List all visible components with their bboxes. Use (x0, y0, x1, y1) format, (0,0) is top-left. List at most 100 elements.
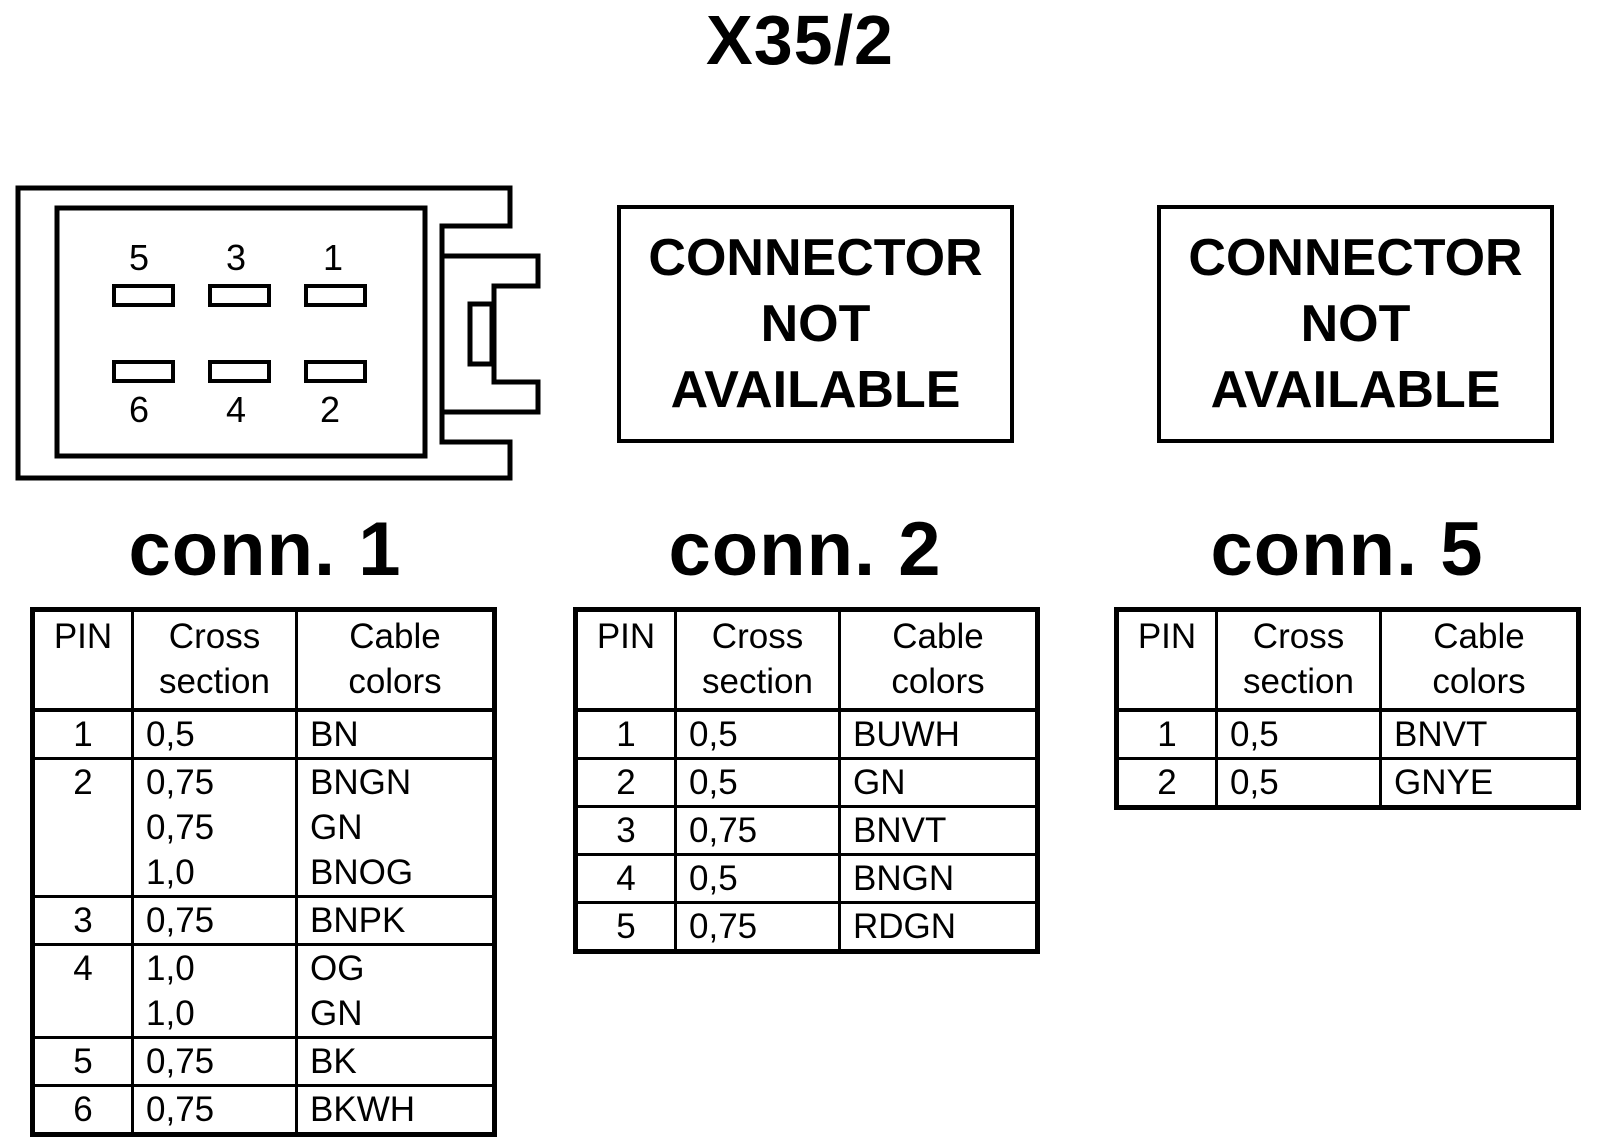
na-line: AVAILABLE (1210, 361, 1501, 419)
conn-label: conn. 1 (128, 507, 402, 592)
cross-section-cell: 0,75 (131, 1036, 298, 1087)
pin-cell: 3 (574, 805, 677, 856)
cross-section-cell: 0,5 (674, 708, 841, 760)
pin-slot-3 (208, 284, 271, 307)
cross-section-cell: 0,75 (131, 895, 298, 946)
cable-color-cell: BNGN (838, 853, 1039, 904)
header-line: section (159, 662, 270, 701)
cable-color-cell: BNPK (295, 895, 496, 946)
header-line: Cable (892, 617, 984, 656)
cable-color-value: BN (310, 715, 359, 754)
pin-number-label: 2 (320, 389, 340, 430)
pin-header: PIN (574, 608, 677, 712)
cross-section-value: 1,0 (146, 853, 195, 892)
cable-color-cell: BUWH (838, 708, 1039, 760)
cable-color-cell: BK (295, 1036, 496, 1087)
conn-label: conn. 5 (1210, 507, 1484, 592)
pin-header: PIN (31, 608, 134, 712)
cable-color-value: RDGN (853, 907, 957, 946)
cross-section-cell: 0,75 (674, 901, 841, 953)
pin-number-label: 5 (129, 237, 149, 278)
cable-color-value: BUWH (853, 715, 960, 754)
cross-section-value: 0,5 (689, 763, 738, 802)
pin-slot-2 (304, 360, 367, 383)
header-line: colors (891, 662, 985, 701)
header-line: Cable (349, 617, 441, 656)
cable-color-cell: OG GN (295, 943, 496, 1039)
pin-number-label: 4 (226, 389, 246, 430)
cable-color-value: GNYE (1394, 763, 1494, 802)
cable-color-value: OG (310, 949, 365, 988)
cross-section-value: 0,75 (146, 1090, 215, 1129)
pin-number-label: 1 (323, 237, 343, 278)
cable-color-value: GN (310, 808, 363, 847)
pin-cell: 2 (31, 757, 134, 898)
na-line: NOT (760, 295, 871, 353)
cable-color-value: GN (310, 994, 363, 1033)
na-line: NOT (1300, 295, 1411, 353)
connector-diagram: 5 3 1 6 4 2 (15, 185, 541, 481)
cross-section-cell: 0,5 (674, 757, 841, 808)
cable-color-cell: GNYE (1379, 757, 1580, 809)
cable-colors-header: Cable colors (838, 608, 1039, 712)
cross-section-header: Cross section (131, 608, 298, 712)
table-row: 2 0,5 GN (574, 757, 1039, 808)
cross-section-cell: 0,5 (131, 708, 298, 760)
conn-label: conn. 2 (668, 507, 942, 592)
cross-section-value: 0,75 (146, 901, 215, 940)
cable-color-value: BNVT (1394, 715, 1488, 754)
cross-section-cell: 0,5 (674, 853, 841, 904)
cross-section-cell: 0,75 (674, 805, 841, 856)
cross-section-value: 0,75 (146, 763, 215, 802)
connector-not-available-box: CONNECTOR NOT AVAILABLE (617, 205, 1014, 443)
pin-cell: 2 (1115, 757, 1218, 809)
cross-section-cell: 0,5 (1215, 708, 1382, 760)
header-line: section (702, 662, 813, 701)
pin-cell: 4 (31, 943, 134, 1039)
header-line: Cross (168, 617, 261, 656)
pin-cell: 5 (574, 901, 677, 953)
cable-color-value: BK (310, 1042, 357, 1081)
cable-color-value: BNGN (853, 859, 955, 898)
cross-section-value: 0,75 (689, 907, 758, 946)
cross-section-value: 0,5 (689, 859, 738, 898)
cross-section-value: 1,0 (146, 994, 195, 1033)
pin-cell: 3 (31, 895, 134, 946)
latch-tab (467, 301, 495, 367)
table-row: 5 0,75 RDGN (574, 901, 1039, 953)
pin-slot-6 (112, 360, 175, 383)
pin-number-label: 6 (129, 389, 149, 430)
cable-color-value: BKWH (310, 1090, 415, 1129)
pin-cell: 1 (574, 708, 677, 760)
pin-cell: 2 (574, 757, 677, 808)
cable-color-value: BNPK (310, 901, 406, 940)
connector-face (54, 205, 428, 459)
cable-color-value: GN (853, 763, 906, 802)
header-line: colors (1432, 662, 1526, 701)
pin-cell: 1 (1115, 708, 1218, 760)
cross-section-value: 0,5 (1230, 763, 1279, 802)
cable-color-value: BNGN (310, 763, 412, 802)
cross-section-cell: 0,5 (1215, 757, 1382, 809)
cable-color-cell: BNVT (838, 805, 1039, 856)
header-line: Cross (1252, 617, 1345, 656)
cable-color-cell: GN (838, 757, 1039, 808)
pin-slot-1 (304, 284, 367, 307)
